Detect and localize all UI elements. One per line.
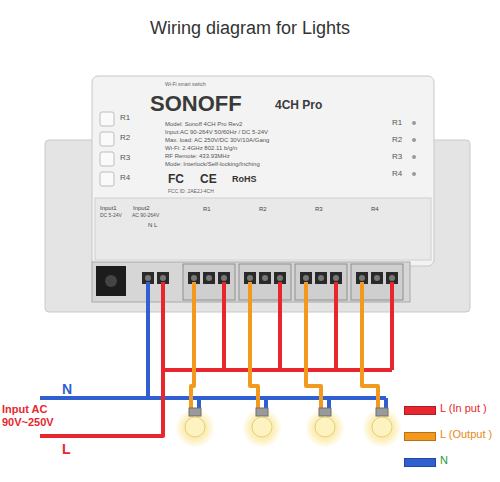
device-label: Wi-Fi smart switch bbox=[165, 82, 206, 88]
relay-terminal-group bbox=[183, 264, 235, 300]
legend-text: L (Output ) bbox=[440, 428, 492, 440]
device-label: DC 5-24V bbox=[100, 213, 122, 219]
wire bbox=[390, 282, 394, 370]
device-label: 4CH Pro bbox=[275, 99, 322, 112]
device-label: Max. load: AC 250V/DC 30V/10A/Gang bbox=[165, 137, 269, 144]
screw-head bbox=[247, 275, 253, 281]
device-label: R2 bbox=[259, 206, 267, 213]
relay-terminal-group bbox=[239, 264, 291, 300]
device-label: Wi-Fi: 2.4GHz 802.11 b/g/n bbox=[165, 145, 237, 152]
device-label: Model: Sonoff 4CH Pro Rev2 bbox=[165, 121, 242, 128]
device-label: AC 90-264V bbox=[132, 213, 159, 219]
wire bbox=[278, 282, 282, 370]
status-leds bbox=[412, 121, 416, 176]
device-label: R1 bbox=[120, 114, 130, 123]
device-housing bbox=[92, 76, 434, 266]
screw-head bbox=[359, 275, 365, 281]
legend-swatch bbox=[404, 432, 436, 441]
device-label: RoHS bbox=[232, 175, 257, 185]
wire bbox=[362, 282, 378, 410]
screw-head bbox=[160, 275, 166, 281]
device-label: Mode: Interlock/Self-locking/Inching bbox=[165, 161, 260, 168]
dc-jack-pin bbox=[105, 275, 117, 287]
screw-head bbox=[145, 275, 151, 281]
legend-text: L (In put ) bbox=[440, 402, 487, 414]
device-label: R2 bbox=[120, 134, 130, 143]
device-label: Input2 bbox=[133, 205, 150, 212]
light-bulb bbox=[175, 408, 215, 448]
wire bbox=[146, 282, 150, 398]
screw-head bbox=[318, 275, 324, 281]
screw-head bbox=[389, 275, 395, 281]
relay-terminal-group bbox=[351, 264, 403, 300]
relay-terminal-group bbox=[295, 264, 347, 300]
screw-head bbox=[374, 275, 380, 281]
wire bbox=[40, 396, 148, 400]
device-label: R1 bbox=[203, 206, 211, 213]
buttons bbox=[100, 112, 114, 186]
device-label: N L bbox=[148, 222, 157, 229]
wire bbox=[222, 282, 226, 370]
legend-swatch bbox=[404, 458, 436, 467]
light-bulb bbox=[305, 408, 345, 448]
terminal-screw bbox=[259, 272, 271, 284]
wire bbox=[306, 282, 321, 410]
neutral-label: N bbox=[62, 381, 82, 397]
device-label: SONOFF bbox=[150, 92, 242, 116]
screw-head bbox=[191, 275, 197, 281]
live-label: L bbox=[62, 441, 82, 457]
screw-head bbox=[303, 275, 309, 281]
device-label: RF Remote: 433.93MHz bbox=[165, 153, 230, 160]
diagram-title: Wiring diagram for Lights bbox=[0, 18, 500, 39]
device-label: R4 bbox=[120, 174, 130, 183]
device-label: R4 bbox=[392, 170, 402, 179]
terminal-screw bbox=[371, 272, 383, 284]
device-label: R2 bbox=[392, 136, 402, 145]
device-label: R3 bbox=[120, 154, 130, 163]
screw-head bbox=[277, 275, 283, 281]
wire bbox=[334, 282, 338, 370]
terminal-screw bbox=[315, 272, 327, 284]
light-bulb bbox=[362, 408, 402, 448]
device-label: Input:AC 90-264V 50/60Hz / DC 5-24V bbox=[165, 129, 268, 136]
wire bbox=[191, 282, 194, 410]
device-label: FCC ID: 2AE2J-4CH bbox=[168, 189, 214, 195]
device-label: R3 bbox=[392, 153, 402, 162]
device-label: CE bbox=[200, 173, 217, 186]
wire bbox=[250, 282, 258, 410]
device-label: R1 bbox=[392, 119, 402, 128]
wire bbox=[40, 282, 163, 436]
screw-head bbox=[262, 275, 268, 281]
screw-head bbox=[221, 275, 227, 281]
device-label: R3 bbox=[315, 206, 323, 213]
dc-jack bbox=[96, 266, 126, 296]
device-label: FC bbox=[168, 173, 184, 186]
screw-head bbox=[333, 275, 339, 281]
device-label: R4 bbox=[371, 206, 379, 213]
light-bulb bbox=[242, 408, 282, 448]
device-label: Input1 bbox=[100, 205, 117, 212]
light-bulbs bbox=[175, 408, 402, 448]
device-front bbox=[95, 198, 431, 260]
legend-text: N bbox=[440, 454, 448, 466]
wire bbox=[163, 368, 392, 372]
wires bbox=[40, 282, 392, 436]
input-label: Input AC 90V~250V bbox=[2, 403, 66, 428]
legend-swatch bbox=[404, 406, 436, 415]
smart-switch: Wi-Fi smart switchSONOFF 4CH ProModel: So… bbox=[92, 76, 434, 266]
terminal-screw bbox=[203, 272, 215, 284]
screw-head bbox=[206, 275, 212, 281]
